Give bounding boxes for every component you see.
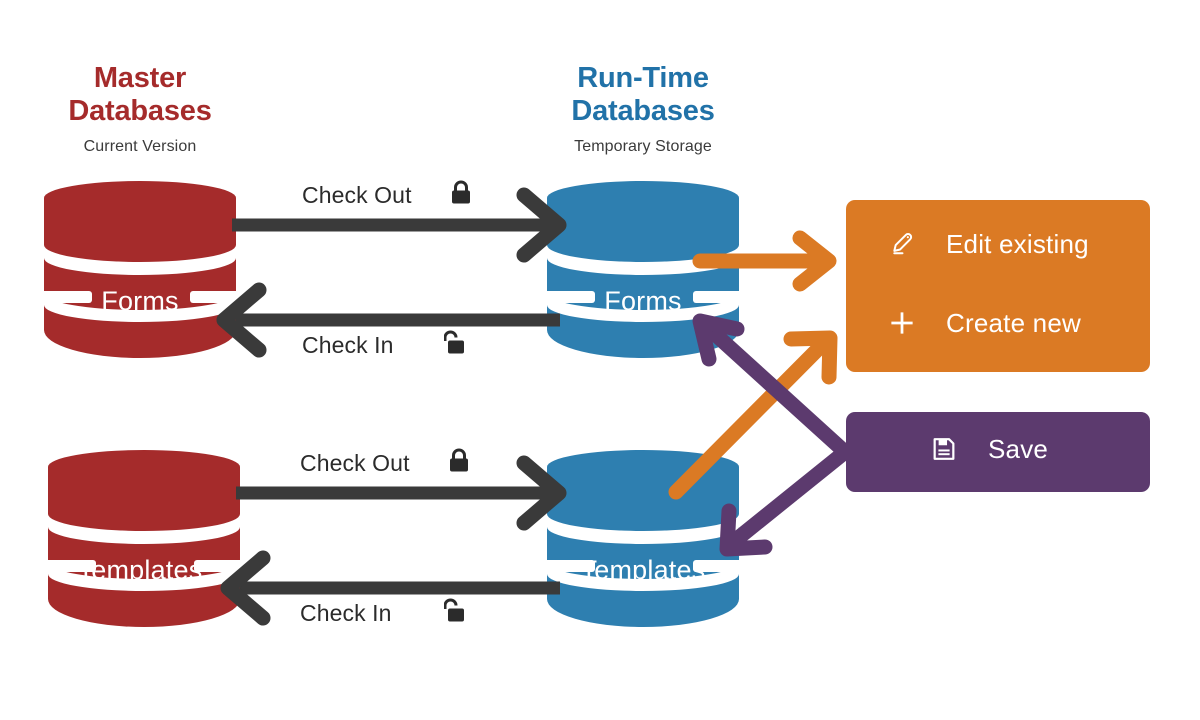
save-panel[interactable]: Save (846, 412, 1150, 492)
flow-label-checkin-top: Check In (302, 332, 394, 358)
cylinder-runtime-forms (543, 181, 745, 358)
floppy-disk-icon (928, 433, 960, 465)
cylinder-runtime-templates (543, 450, 745, 627)
lock-closed-icon (450, 448, 468, 472)
arrow-checkout-bottom-head (516, 455, 567, 531)
connector-save-to-forms-shaft (697, 317, 853, 460)
cylinder-master-templates (44, 450, 246, 627)
lock-open-icon (444, 598, 464, 622)
create-new-row[interactable]: Create new (886, 307, 1081, 339)
connector-save-to-templates-shaft (724, 444, 853, 551)
connector-save-to-forms-head (692, 313, 745, 367)
connector-forms-to-edit-head (792, 230, 837, 292)
runtime-databases-subtitle: Temporary Storage (574, 138, 712, 155)
arrow-checkout-top-head (516, 187, 567, 263)
save-label: Save (988, 433, 1049, 464)
save-row[interactable]: Save (928, 433, 1048, 465)
cylinder-master-forms (40, 181, 242, 358)
runtime-databases-title: Run-Time Databases (571, 62, 715, 127)
edit-panel[interactable]: Edit existing Create new (846, 200, 1150, 372)
edit-existing-label: Edit existing (946, 228, 1089, 259)
pencil-icon (886, 228, 918, 260)
connector-templates-to-edit-head (783, 330, 838, 385)
lock-open-icon (444, 330, 464, 354)
flow-label-checkin-bottom: Check In (300, 600, 392, 626)
connector-templates-to-edit-shaft (668, 335, 832, 500)
arrow-checkin-bottom-head (220, 550, 271, 626)
plus-icon (886, 307, 918, 339)
lock-closed-icon (452, 180, 470, 204)
edit-existing-row[interactable]: Edit existing (886, 228, 1089, 260)
arrow-checkin-top-head (216, 282, 267, 358)
master-databases-title: Master Databases (68, 62, 212, 127)
connector-save-to-templates-head (719, 503, 773, 557)
flow-label-checkout-top: Check Out (302, 182, 412, 208)
flow-label-checkout-bottom: Check Out (300, 450, 410, 476)
master-databases-subtitle: Current Version (83, 138, 197, 155)
create-new-label: Create new (946, 307, 1081, 338)
